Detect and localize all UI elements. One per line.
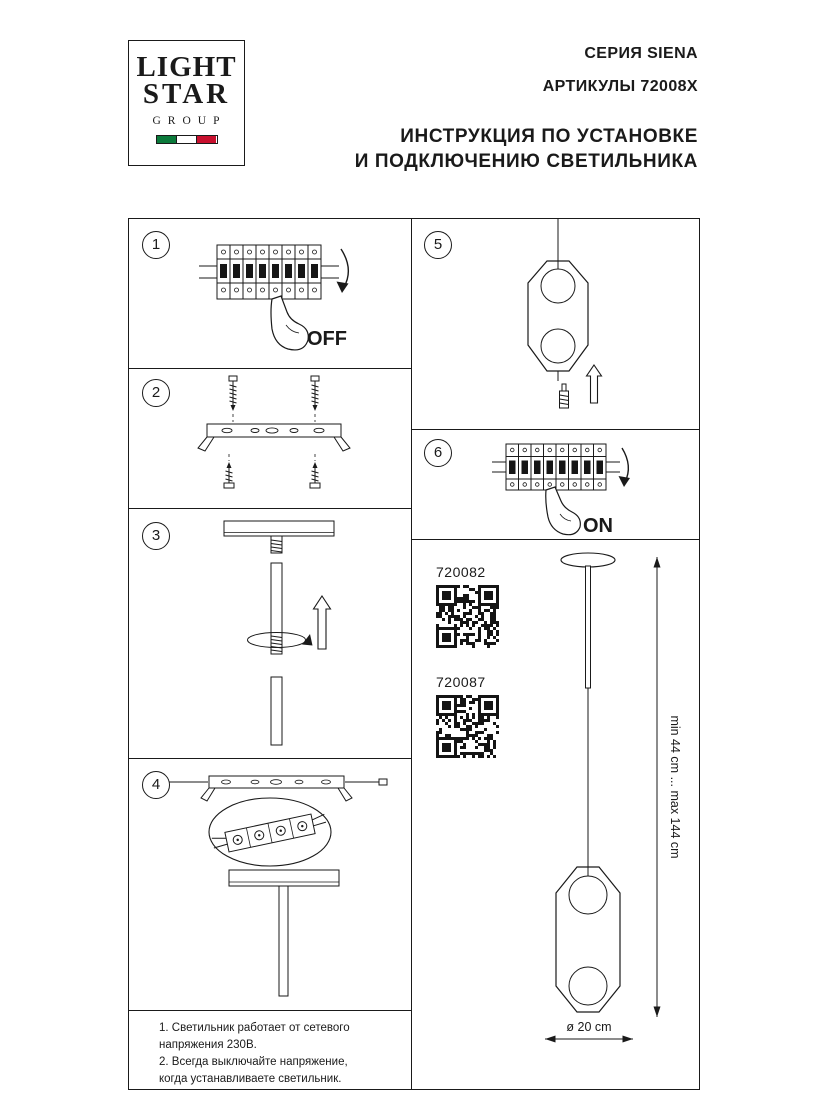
step-6-number: 6 bbox=[424, 439, 452, 467]
on-label: ON bbox=[583, 515, 613, 537]
rod-extension bbox=[270, 676, 283, 746]
note-line-2: 2. Всегда выключайте напряжение, bbox=[159, 1056, 348, 1068]
product-code-720087: 720087 bbox=[436, 674, 486, 690]
step-2-number: 2 bbox=[142, 379, 170, 407]
wire-right bbox=[345, 778, 388, 786]
step-1-panel: OFF 1 bbox=[129, 219, 411, 369]
right-column: 5 bbox=[412, 219, 699, 1089]
terminal-block bbox=[211, 813, 327, 853]
qr-code-720087 bbox=[436, 695, 499, 758]
product-panel: min 44 cm ... max 144 cm ø 20 cm 720082 … bbox=[412, 540, 699, 1089]
italian-flag-icon bbox=[155, 135, 218, 144]
lamp-body bbox=[527, 260, 589, 372]
diameter-label: ø 20 cm bbox=[566, 1020, 611, 1034]
off-label: OFF bbox=[307, 328, 347, 350]
ceiling-canopy bbox=[560, 552, 616, 568]
step-2-panel: 2 bbox=[129, 369, 411, 509]
suspension-rod bbox=[585, 565, 591, 689]
series-title: СЕРИЯ SIENA bbox=[584, 45, 698, 62]
title-line-1: ИНСТРУКЦИЯ ПО УСТАНОВКЕ bbox=[400, 126, 698, 147]
note-line-1: 1. Светильник работает от сетевого напря… bbox=[159, 1022, 350, 1051]
diameter-dimension: ø 20 cm bbox=[545, 1020, 633, 1043]
connector-part bbox=[559, 383, 569, 409]
step-5-panel: 5 bbox=[412, 219, 699, 430]
lamp-body bbox=[555, 866, 621, 1013]
step-4-panel: 4 bbox=[129, 759, 411, 1011]
articles-title: АРТИКУЛЫ 72008X bbox=[542, 78, 698, 95]
switch-direction-arrow-icon bbox=[618, 447, 630, 487]
hand-icon bbox=[270, 295, 309, 351]
step-6-panel: ON 6 bbox=[412, 430, 699, 540]
screw-icon bbox=[309, 454, 321, 489]
step3-rod-illustration bbox=[223, 520, 335, 746]
title-line-2: И ПОДКЛЮЧЕНИЮ СВЕТИЛЬНИКА bbox=[354, 151, 698, 172]
product-code-720082: 720082 bbox=[436, 564, 486, 580]
step-1-number: 1 bbox=[142, 231, 170, 259]
height-dimension: min 44 cm ... max 144 cm bbox=[653, 557, 682, 1017]
step5-lamp-connect-illustration bbox=[527, 219, 603, 409]
pendant-lamp-diagram: min 44 cm ... max 144 cm ø 20 cm bbox=[545, 552, 682, 1043]
flag-white bbox=[175, 136, 198, 143]
step-3-panel: 3 bbox=[129, 509, 411, 759]
note-line-3: когда устанавливаете светильник. bbox=[159, 1073, 342, 1085]
up-arrow-icon bbox=[585, 364, 603, 404]
ceiling-plate bbox=[228, 869, 340, 887]
flag-red bbox=[197, 136, 217, 143]
step-5-number: 5 bbox=[424, 231, 452, 259]
screw-icon bbox=[228, 375, 238, 422]
suspension-rod bbox=[278, 885, 289, 997]
left-column: OFF 1 bbox=[129, 219, 412, 1089]
step1-breaker-off-illustration: OFF bbox=[199, 244, 349, 351]
step4-wiring-illustration bbox=[153, 775, 388, 997]
document-header: СЕРИЯ SIENA АРТИКУЛЫ 72008X ИНСТРУКЦИЯ П… bbox=[355, 44, 698, 174]
mounting-bracket bbox=[197, 423, 351, 452]
screw-icon bbox=[310, 375, 320, 422]
qr-code-720082 bbox=[436, 585, 499, 648]
screw-icon bbox=[223, 454, 235, 489]
step2-bracket-illustration bbox=[197, 375, 351, 489]
step6-breaker-on-illustration: ON bbox=[492, 443, 630, 537]
breaker-terminals bbox=[221, 249, 317, 293]
rotate-arrow-icon bbox=[247, 632, 313, 648]
switch-direction-arrow-icon bbox=[336, 248, 349, 293]
threaded-stub bbox=[270, 535, 283, 554]
logo-word-light: LIGHT bbox=[136, 51, 237, 83]
logo-word-group: GROUP bbox=[152, 115, 227, 127]
lightstar-logo: LIGHT STAR GROUP bbox=[128, 40, 245, 166]
breaker-terminals bbox=[510, 447, 602, 487]
ceiling-plate bbox=[223, 520, 335, 537]
flag-green bbox=[156, 136, 176, 143]
instruction-grid: OFF 1 bbox=[128, 218, 700, 1090]
mounting-bracket bbox=[200, 775, 353, 802]
breaker-toggles bbox=[509, 460, 603, 474]
up-arrow-icon bbox=[312, 594, 332, 650]
zoom-balloon bbox=[208, 797, 332, 867]
suspension-rod bbox=[270, 562, 283, 655]
step-4-number: 4 bbox=[142, 771, 170, 799]
page-title: ИНСТРУКЦИЯ ПО УСТАНОВКЕ И ПОДКЛЮЧЕНИЮ СВ… bbox=[355, 124, 698, 174]
hand-icon bbox=[545, 486, 581, 536]
breaker-toggles bbox=[220, 264, 318, 278]
safety-notes: 1. Светильник работает от сетевого напря… bbox=[129, 1011, 411, 1088]
step-3-number: 3 bbox=[142, 522, 170, 550]
height-range-label: min 44 cm ... max 144 cm bbox=[668, 715, 682, 858]
logo-word-star: STAR bbox=[142, 78, 231, 110]
